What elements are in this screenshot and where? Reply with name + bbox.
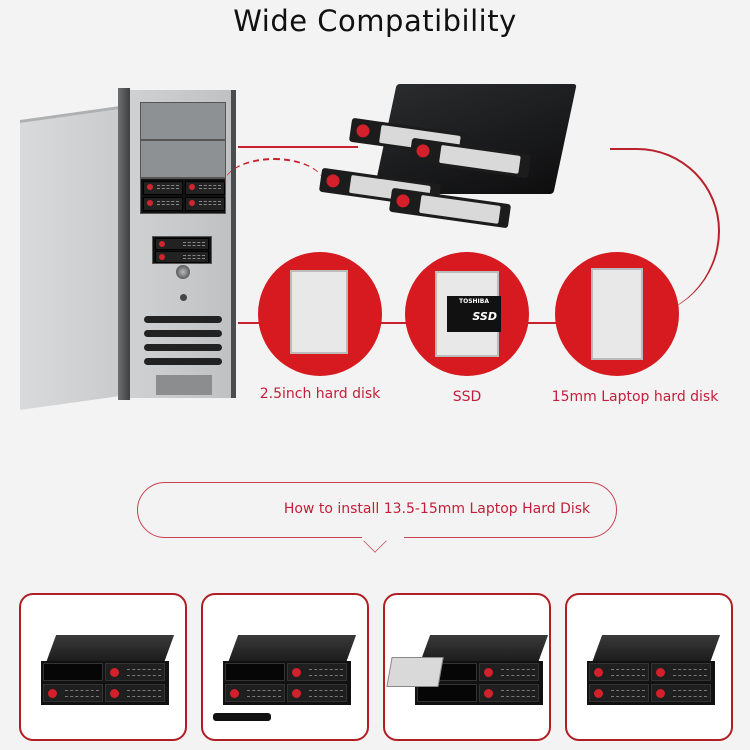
drive-bay-2 xyxy=(140,140,226,178)
install-instruction-text: How to install 13.5-15mm Laptop Hard Dis… xyxy=(283,501,591,517)
connector-line xyxy=(238,146,358,148)
bay-slot xyxy=(143,197,183,211)
disk-circle-laptop-hdd xyxy=(555,252,679,376)
vent xyxy=(144,316,222,323)
enclosure-thumbnail xyxy=(587,635,721,705)
disk-label: 2.5inch hard disk xyxy=(259,386,381,402)
connector-line xyxy=(528,322,558,324)
bay-slot xyxy=(143,181,183,195)
step-card-1 xyxy=(19,593,187,741)
bay-slot xyxy=(185,181,225,195)
vent xyxy=(144,330,222,337)
tower-side-panel xyxy=(20,106,120,411)
install-instruction-banner: How to install 13.5-15mm Laptop Hard Dis… xyxy=(137,482,617,544)
disk-circle-ssd: TOSHIBA SSD xyxy=(405,252,529,376)
tower-front-panel xyxy=(130,90,236,398)
laptop-disk-inserting xyxy=(386,657,444,687)
bay-slot xyxy=(185,197,225,211)
enclosure-thumbnail xyxy=(223,635,357,705)
drive-bay-1 xyxy=(140,102,226,140)
page-title: Wide Compatibility xyxy=(233,4,517,38)
pc-tower-image xyxy=(20,88,238,411)
hdd-image xyxy=(290,270,348,354)
step-card-4 xyxy=(565,593,733,741)
removed-tray xyxy=(213,713,271,721)
ssd-image: TOSHIBA SSD xyxy=(435,271,501,357)
tower-edge xyxy=(118,88,130,400)
disk-circle-hdd xyxy=(258,252,382,376)
step-card-2 xyxy=(201,593,369,741)
connector-line xyxy=(238,322,268,324)
enclosure-thumbnail xyxy=(41,635,175,705)
ssd-label: TOSHIBA SSD xyxy=(447,296,501,332)
enclosure-image xyxy=(310,84,577,244)
enclosure-bay xyxy=(140,178,226,214)
vent xyxy=(144,358,222,365)
vent xyxy=(144,344,222,351)
bay-slot xyxy=(155,238,209,250)
dashed-arrow xyxy=(224,158,324,210)
connector-line xyxy=(380,322,410,324)
power-button-icon xyxy=(176,265,190,279)
disk-label: SSD xyxy=(452,389,482,405)
tower-foot xyxy=(156,375,212,395)
step-card-3 xyxy=(383,593,551,741)
bay-slot xyxy=(155,251,209,263)
led-icon xyxy=(180,294,187,301)
disk-label: 15mm Laptop hard disk xyxy=(551,389,719,405)
laptop-hdd-image xyxy=(591,268,643,360)
small-bay xyxy=(152,236,212,264)
